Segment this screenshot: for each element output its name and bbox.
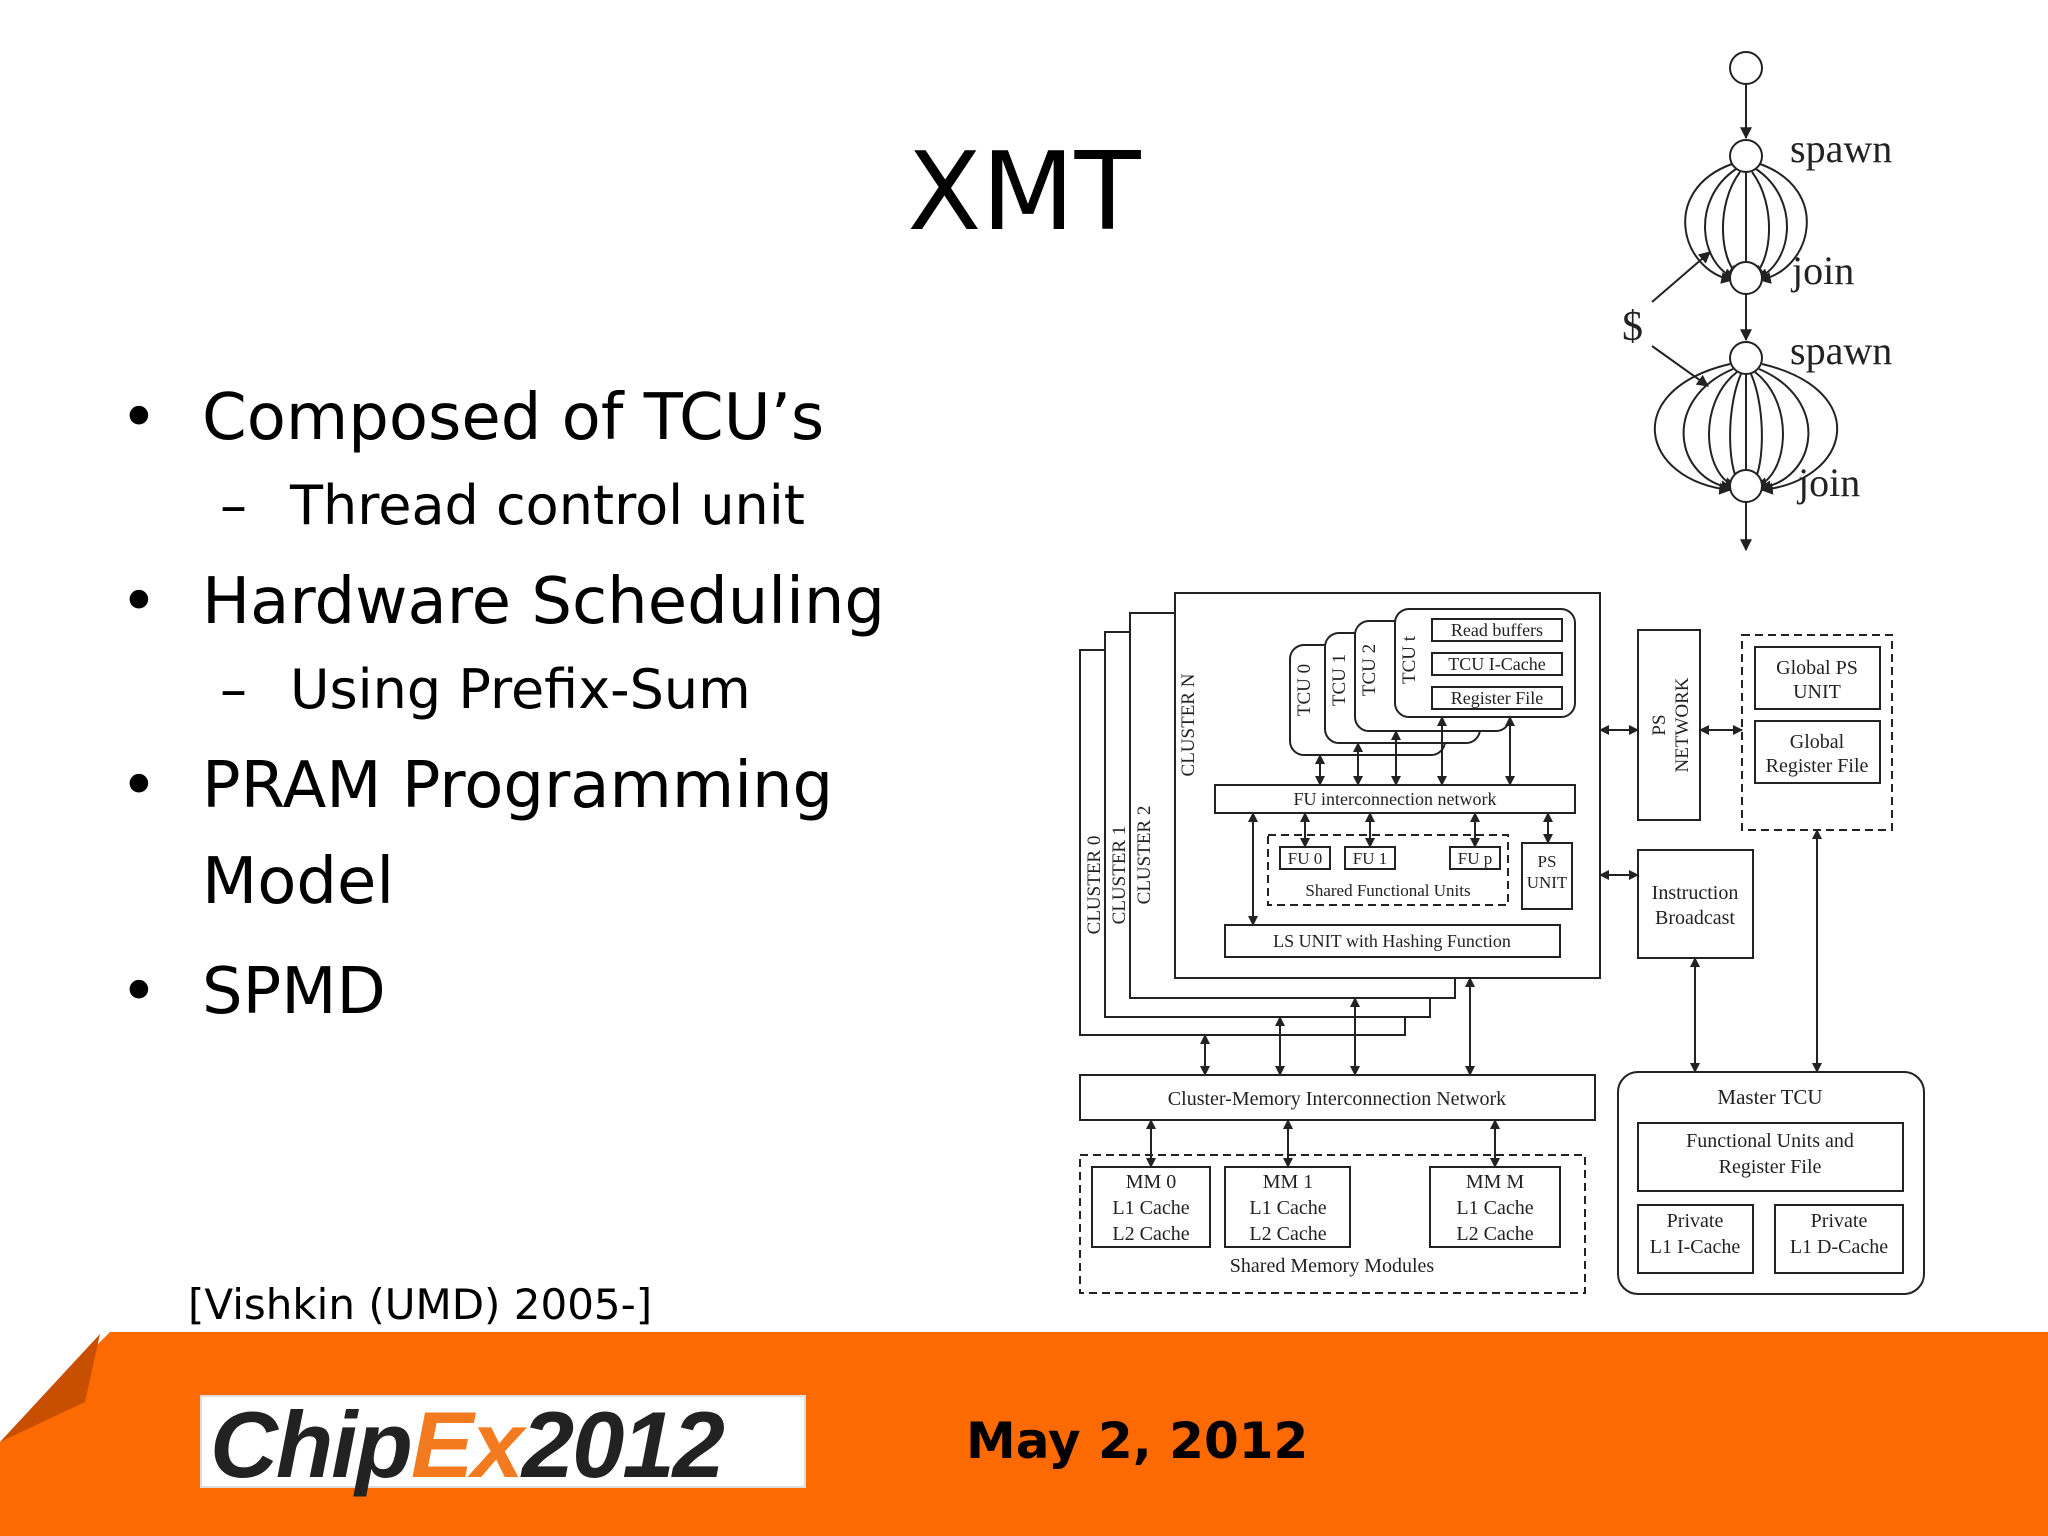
tcu-label: TCU 2 [1359,644,1380,696]
bullet-item: • SPMD [120,944,960,1040]
global-register-label: Global [1790,731,1845,753]
fu-label: FU 0 [1288,849,1322,868]
mm-l1: L1 Cache [1112,1197,1189,1219]
mm-l1: L1 Cache [1456,1197,1533,1219]
sub-bullet-dash: – [220,658,247,721]
bullet-item: • Hardware Scheduling [120,554,960,650]
tcu-icache-label: TCU I-Cache [1448,654,1545,674]
sub-bullet-text: Thread control unit [290,474,805,537]
sub-bullet-item: –Using Prefix-Sum [120,650,960,730]
bullet-dot: • [120,749,158,823]
cluster-label: CLUSTER 1 [1109,826,1130,925]
footer-date: May 2, 2012 [966,1412,1309,1470]
bullet-item: • PRAM Programming Model [120,738,922,930]
private-dcache-label: Private [1811,1210,1868,1232]
ps-network-label: PS [1649,714,1670,735]
tcu-label: TCU t [1399,635,1420,684]
read-buffers-label: Read buffers [1451,620,1543,640]
global-register-label: Register File [1766,755,1869,777]
bullet-text: Hardware Scheduling [202,565,886,639]
private-icache-label: L1 I-Cache [1650,1236,1741,1258]
private-icache-label: Private [1667,1210,1724,1232]
dollar-label: $ [1622,304,1643,350]
cluster-label: CLUSTER N [1178,673,1199,776]
fu-register-label: Functional Units and [1686,1130,1854,1152]
fu-label: FU 1 [1353,849,1387,868]
logo-year: 2012 [521,1392,725,1497]
fu-register-label: Register File [1719,1156,1822,1178]
bullet-dot: • [120,381,158,455]
master-tcu-label: Master TCU [1717,1085,1822,1109]
ls-unit-label: LS UNIT with Hashing Function [1273,931,1511,951]
citation: [Vishkin (UMD) 2005-] [188,1280,653,1329]
mm-l2: L2 Cache [1112,1223,1189,1245]
bullet-dot: • [120,955,158,1029]
fu-network-label: FU interconnection network [1294,789,1497,809]
tcu-label: TCU 1 [1329,654,1350,706]
bullet-text: SPMD [202,955,386,1029]
fu-label: FU p [1458,849,1492,868]
mm-name: MM M [1466,1171,1525,1193]
join-label: join [1790,248,1854,293]
cluster-label: CLUSTER 2 [1134,806,1155,905]
logo-text: ChipEx2012 [210,1391,725,1499]
xmt-architecture-diagram: CLUSTER 0 CLUSTER 1 CLUSTER 2 CLUSTER N … [1079,592,1925,1295]
instruction-broadcast-label: Instruction [1652,882,1739,904]
bullet-text: Composed of TCU’s [202,381,825,455]
cluster-label: CLUSTER 0 [1084,836,1105,935]
ps-unit-label: UNIT [1527,873,1568,892]
bullet-list: •Composed of TCU’s –Thread control unit … [120,370,960,1040]
bullet-text: PRAM Programming Model [202,749,834,919]
instruction-broadcast-label: Broadcast [1655,907,1735,929]
sub-bullet-item: –Thread control unit [120,466,960,546]
mm-l2: L2 Cache [1456,1223,1533,1245]
tcu-label: TCU 0 [1294,664,1315,716]
shared-memory-label: Shared Memory Modules [1230,1255,1435,1277]
sub-bullet-dash: – [220,474,247,537]
page-fold-decoration [0,1332,110,1442]
shared-fu-label: Shared Functional Units [1305,881,1470,900]
private-dcache-label: L1 D-Cache [1790,1236,1888,1258]
bullet-item: • Composed of TCU’s [120,370,960,466]
spawn-label: spawn [1790,328,1892,373]
mm-l2: L2 Cache [1249,1223,1326,1245]
ps-unit-label: PS [1538,852,1557,871]
global-ps-label: UNIT [1793,681,1841,703]
logo-ex: Ex [410,1392,524,1497]
join-label: join [1796,460,1860,505]
slide-title: XMT [907,130,1141,255]
sub-bullet-text: Using Prefix-Sum [290,658,751,721]
mm-l1: L1 Cache [1249,1197,1326,1219]
register-file-label: Register File [1451,688,1544,708]
mm-name: MM 1 [1263,1171,1314,1193]
chipex-logo: ChipEx2012 [200,1392,806,1497]
spawn-label: spawn [1790,126,1892,171]
ps-network-label: NETWORK [1672,677,1693,772]
global-ps-label: Global PS [1776,657,1858,679]
spawn-join-diagram: spawn join spawn join $ [1622,51,1892,552]
logo-chip: Chip [210,1392,413,1497]
bullet-dot: • [120,565,158,639]
cluster-memory-network-label: Cluster-Memory Interconnection Network [1168,1088,1506,1110]
mm-name: MM 0 [1126,1171,1177,1193]
